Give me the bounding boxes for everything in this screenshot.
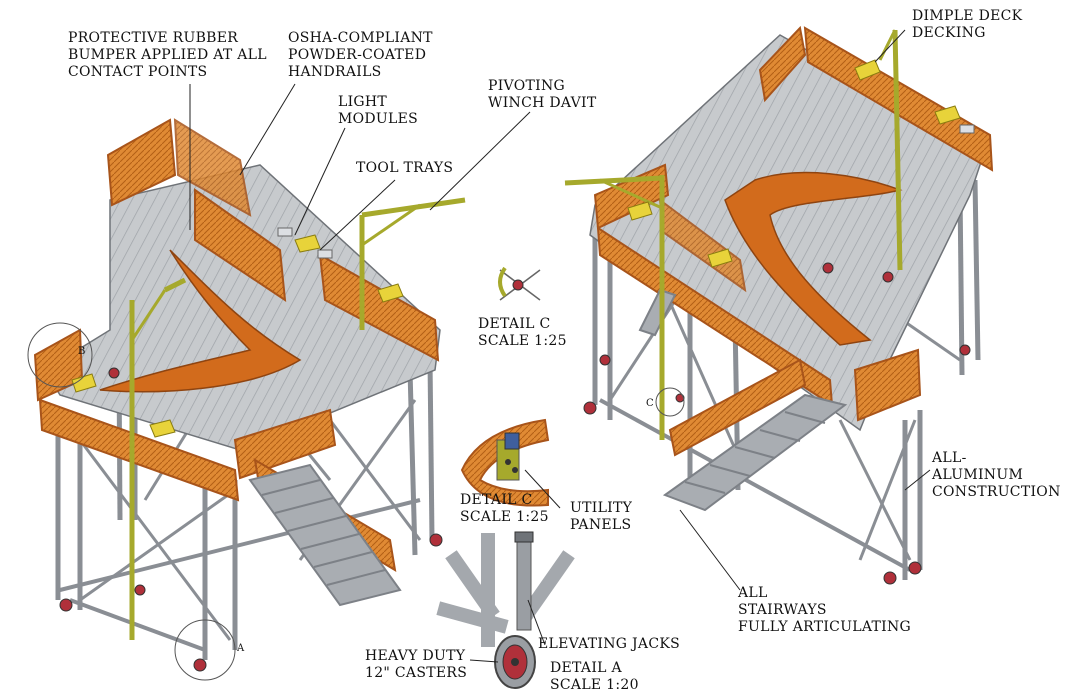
callout-line: Heavy duty bbox=[365, 648, 466, 664]
callout-line: Elevating jacks bbox=[538, 636, 680, 652]
callout-rubber-bumper: Protective rubber bumper applied at all … bbox=[68, 30, 267, 81]
callout-line: Scale 1:25 bbox=[478, 333, 567, 349]
left-stairway bbox=[248, 463, 402, 607]
callout-line: Tool trays bbox=[356, 160, 454, 176]
callout-line: bumper applied at all bbox=[68, 47, 267, 63]
callout-handrails: OSHA-compliant powder-coated handrails bbox=[288, 30, 433, 81]
detail-circle-a bbox=[174, 619, 236, 681]
right-casters bbox=[583, 262, 971, 585]
detail-circle-b bbox=[27, 322, 93, 388]
callout-line: All- bbox=[932, 450, 967, 466]
callout-line: Detail C bbox=[460, 492, 533, 508]
callout-line: fully articulating bbox=[738, 619, 912, 635]
callout-line: powder-coated bbox=[288, 47, 427, 63]
callout-line: 12" casters bbox=[365, 665, 468, 681]
right-stairway bbox=[638, 288, 848, 512]
callout-casters: Heavy duty 12" casters bbox=[365, 648, 467, 682]
callout-line: decking bbox=[912, 25, 986, 41]
leader-lines bbox=[189, 29, 931, 663]
right-winch-davit bbox=[564, 29, 903, 440]
detail-mark-b: B bbox=[78, 346, 86, 357]
left-winch-davit bbox=[129, 197, 466, 640]
callout-dimple-deck: Dimple deck decking bbox=[912, 8, 1022, 42]
left-casters bbox=[59, 367, 443, 672]
right-platform bbox=[564, 25, 994, 585]
callout-line: aluminum bbox=[932, 467, 1024, 483]
callout-line: Light bbox=[338, 94, 388, 110]
callout-stairways: All stairways fully articulating bbox=[738, 585, 911, 636]
callout-detail-a: Detail A Scale 1:20 bbox=[550, 660, 639, 694]
detail-c-small bbox=[498, 266, 541, 301]
callout-line: panels bbox=[570, 517, 632, 533]
callout-detail-c-mid: Detail C Scale 1:25 bbox=[460, 492, 549, 526]
right-support-frame bbox=[592, 179, 981, 580]
callout-aluminum: All- aluminum construction bbox=[932, 450, 1061, 501]
callout-line: contact points bbox=[68, 64, 208, 80]
callout-line: OSHA-compliant bbox=[288, 30, 433, 46]
callout-utility-panels: Utility panels bbox=[570, 500, 632, 534]
callout-line: modules bbox=[338, 111, 419, 127]
left-light-modules bbox=[71, 227, 404, 438]
callout-line: Scale 1:20 bbox=[550, 677, 639, 693]
callout-detail-c-top: Detail C Scale 1:25 bbox=[478, 316, 567, 350]
callout-elevating-jacks: Elevating jacks bbox=[538, 636, 680, 653]
callout-line: Protective rubber bbox=[68, 30, 239, 46]
callout-line: Scale 1:25 bbox=[460, 509, 549, 525]
callout-line: All bbox=[738, 585, 768, 601]
callout-line: construction bbox=[932, 484, 1061, 500]
detail-c-utility-panel bbox=[460, 418, 550, 507]
callout-line: stairways bbox=[738, 602, 827, 618]
detail-circle-c bbox=[655, 387, 685, 417]
right-curved-ramp bbox=[724, 171, 903, 346]
callout-line: Pivoting bbox=[488, 78, 565, 94]
callout-line: winch davit bbox=[488, 95, 597, 111]
right-light-modules bbox=[627, 59, 975, 268]
detail-mark-a: A bbox=[237, 643, 245, 654]
detail-a-jack-caster bbox=[436, 531, 575, 689]
callout-line: Detail C bbox=[478, 316, 551, 332]
detail-mark-c: C bbox=[646, 398, 654, 409]
callout-winch-davit: Pivoting winch davit bbox=[488, 78, 596, 112]
callout-line: Dimple deck bbox=[912, 8, 1023, 24]
callout-light-modules: Light modules bbox=[338, 94, 418, 128]
callout-line: Utility bbox=[570, 500, 633, 516]
left-curved-ramp bbox=[99, 249, 302, 393]
left-platform bbox=[27, 118, 466, 681]
callout-line: Detail A bbox=[550, 660, 622, 676]
callout-tool-trays: Tool trays bbox=[356, 160, 453, 177]
callout-line: handrails bbox=[288, 64, 382, 80]
